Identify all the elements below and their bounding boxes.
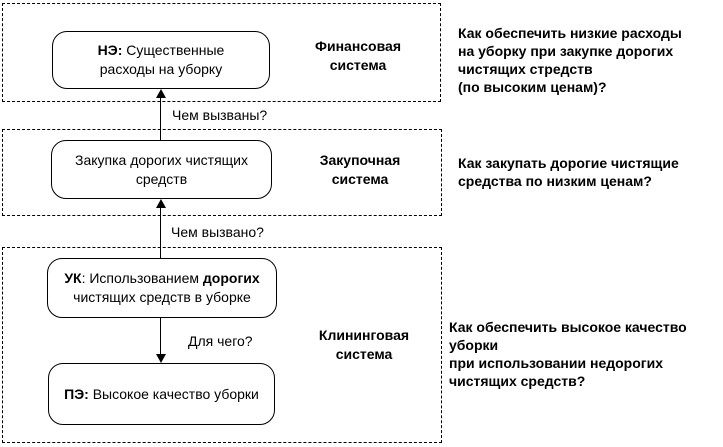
arrow-line-uk-to-pe xyxy=(160,318,161,355)
node-text-line: НЭ: Существенные xyxy=(97,42,225,58)
section-box-purchasing-system xyxy=(2,129,442,216)
node-text-line: чистящих средств в уборке xyxy=(73,289,251,305)
section-label-financial: Финансовая система xyxy=(315,38,401,73)
arrow-line-purchase-to-ne xyxy=(160,97,161,140)
node-text-line: УК: Использованием дорогих xyxy=(64,270,260,286)
node-root-cause: УК: Использованием дорогих чистящих сред… xyxy=(47,258,277,318)
section-box-financial-system xyxy=(2,3,441,102)
question-purchasing: Как закупать дорогие чистящие средства п… xyxy=(458,155,679,189)
node-positive-effect: ПЭ: Высокое качество уборки xyxy=(48,363,275,425)
node-text-line: расходы на уборку xyxy=(99,61,223,77)
section-label-purchasing: Закупочная система xyxy=(319,152,401,187)
arrow-line-uk-to-purchase xyxy=(160,207,161,258)
node-text-line: Закупка дорогих чистящих средств xyxy=(74,151,248,187)
node-text-line: ПЭ: Высокое качество уборки xyxy=(64,385,259,402)
arrowhead-up-icon xyxy=(156,89,166,98)
node-purchase: Закупка дорогих чистящих средств xyxy=(51,140,272,199)
section-label-cleaning: Клининговая система xyxy=(318,327,410,362)
arrow-label-3: Для чего? xyxy=(188,333,253,349)
question-financial: Как обеспечить низкие расходы на уборку … xyxy=(458,25,682,95)
arrow-label-2: Чем вызвано? xyxy=(171,224,264,240)
section-box-cleaning-system xyxy=(2,247,442,443)
node-undesired-effect: НЭ: Существенные расходы на уборку xyxy=(52,31,270,89)
question-cleaning: Как обеспечить высокое качество уборки п… xyxy=(449,319,687,389)
arrowhead-down-icon xyxy=(156,354,166,363)
arrow-label-1: Чем вызваны? xyxy=(172,107,268,123)
arrowhead-up-icon xyxy=(156,199,166,208)
